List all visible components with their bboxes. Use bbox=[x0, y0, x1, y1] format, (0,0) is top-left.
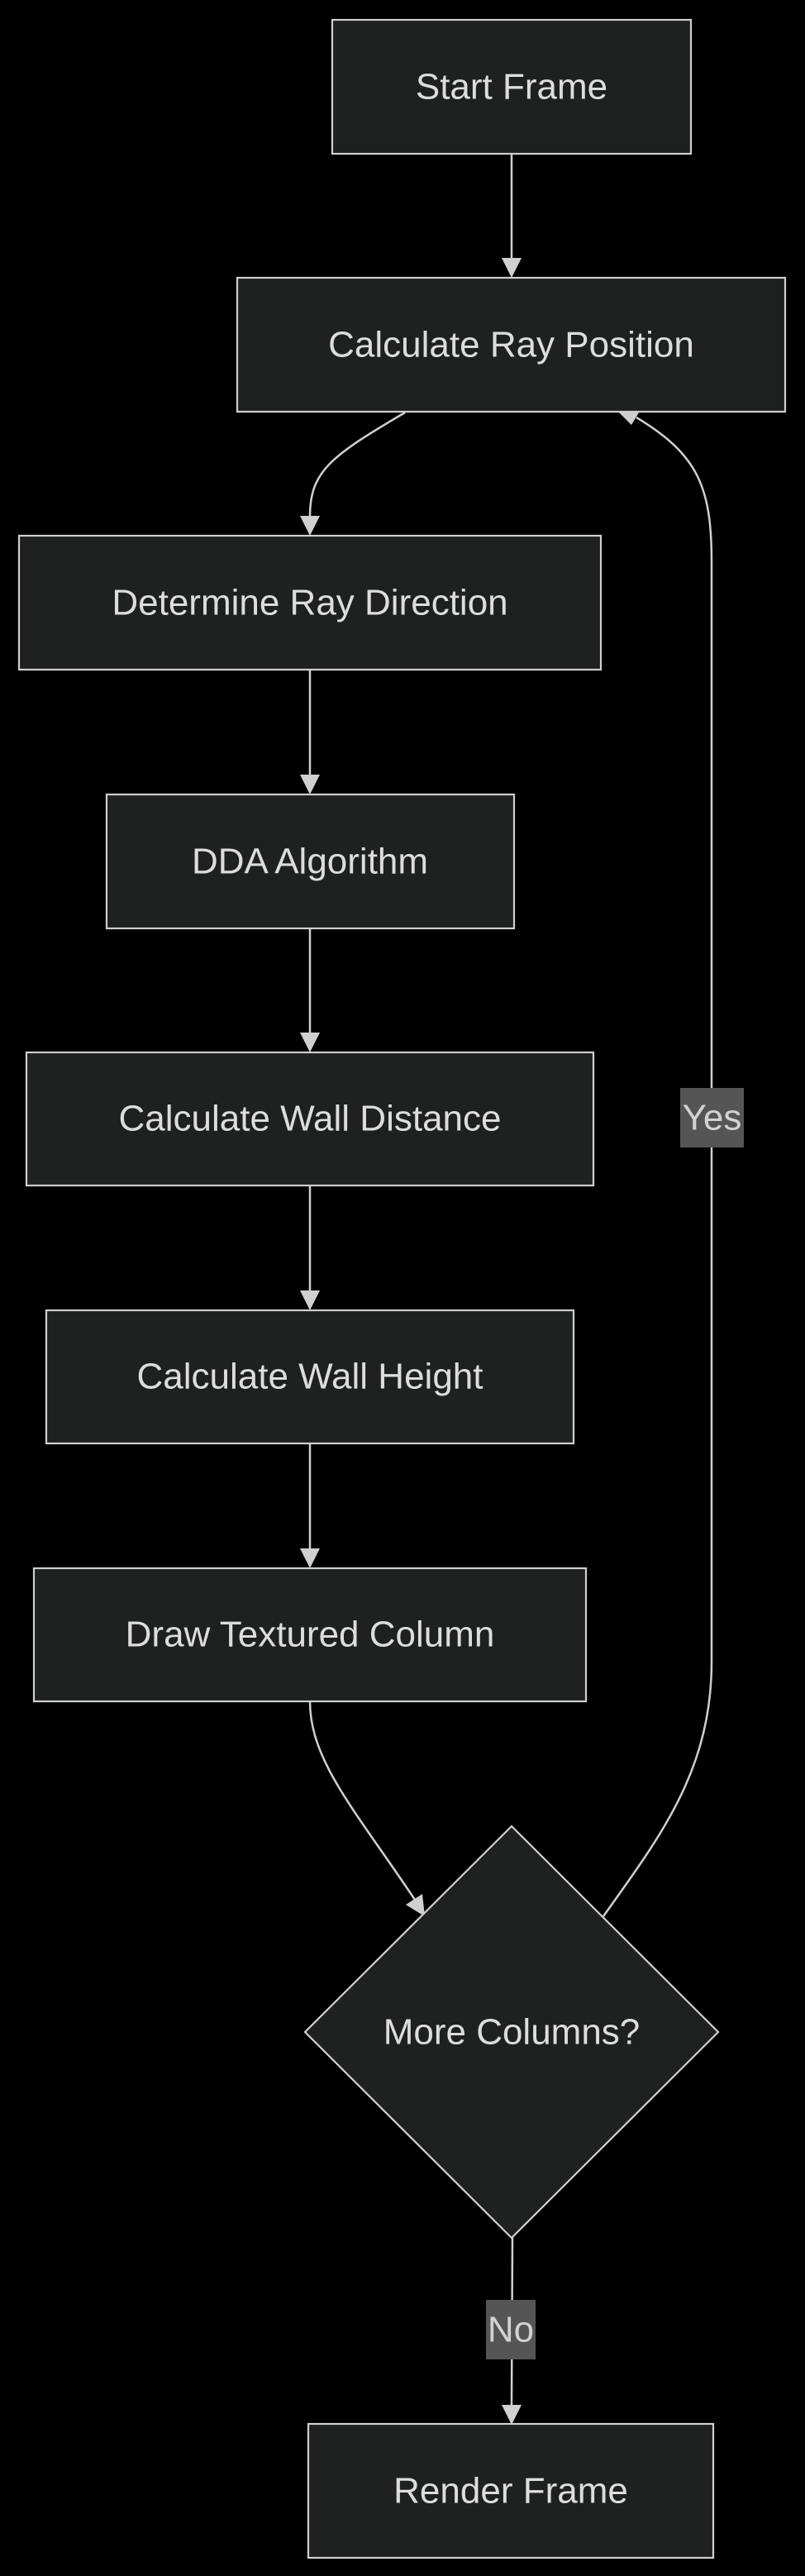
edge-label-no: No bbox=[486, 2300, 536, 2359]
node-more-columns-decision: More Columns? bbox=[303, 1825, 720, 2240]
node-calculate-ray-position-label: Calculate Ray Position bbox=[328, 325, 694, 365]
node-more-columns-label: More Columns? bbox=[383, 2012, 641, 2053]
node-render-frame-label: Render Frame bbox=[393, 2471, 628, 2512]
edge-label-yes-background bbox=[680, 1088, 744, 1147]
edge-wall-height-to-draw-column bbox=[300, 1443, 320, 1568]
node-calculate-wall-height-label: Calculate Wall Height bbox=[137, 1357, 483, 1397]
edge-start-to-ray-position bbox=[502, 154, 522, 278]
edge-draw-column-to-decision bbox=[308, 1701, 425, 1916]
node-dda-algorithm: DDA Algorithm bbox=[105, 793, 516, 930]
node-start-frame-label: Start Frame bbox=[416, 67, 607, 107]
edge-label-no-text: No bbox=[488, 2310, 534, 2350]
node-determine-ray-direction: Determine Ray Direction bbox=[17, 534, 603, 671]
node-calculate-ray-position: Calculate Ray Position bbox=[236, 276, 787, 413]
node-calculate-wall-distance-label: Calculate Wall Distance bbox=[119, 1099, 502, 1139]
node-calculate-wall-height: Calculate Wall Height bbox=[45, 1309, 575, 1445]
edge-label-yes: Yes bbox=[680, 1088, 744, 1147]
node-start-frame: Start Frame bbox=[331, 18, 693, 155]
node-draw-textured-column: Draw Textured Column bbox=[32, 1567, 588, 1703]
edge-ray-direction-to-dda bbox=[300, 670, 320, 794]
node-draw-textured-column-label: Draw Textured Column bbox=[126, 1615, 495, 1655]
edge-ray-position-to-ray-direction bbox=[300, 411, 406, 536]
edge-wall-distance-to-wall-height bbox=[300, 1185, 320, 1310]
node-calculate-wall-distance: Calculate Wall Distance bbox=[25, 1051, 595, 1187]
node-render-frame: Render Frame bbox=[307, 2422, 715, 2559]
edge-dda-to-wall-distance bbox=[300, 928, 320, 1052]
node-dda-algorithm-label: DDA Algorithm bbox=[192, 842, 428, 882]
edge-label-yes-text: Yes bbox=[683, 1098, 742, 1138]
edge-decision-yes-loop bbox=[602, 408, 713, 1917]
node-determine-ray-direction-label: Determine Ray Direction bbox=[112, 583, 507, 623]
edge-label-no-background bbox=[486, 2300, 536, 2359]
edges bbox=[300, 154, 713, 2425]
